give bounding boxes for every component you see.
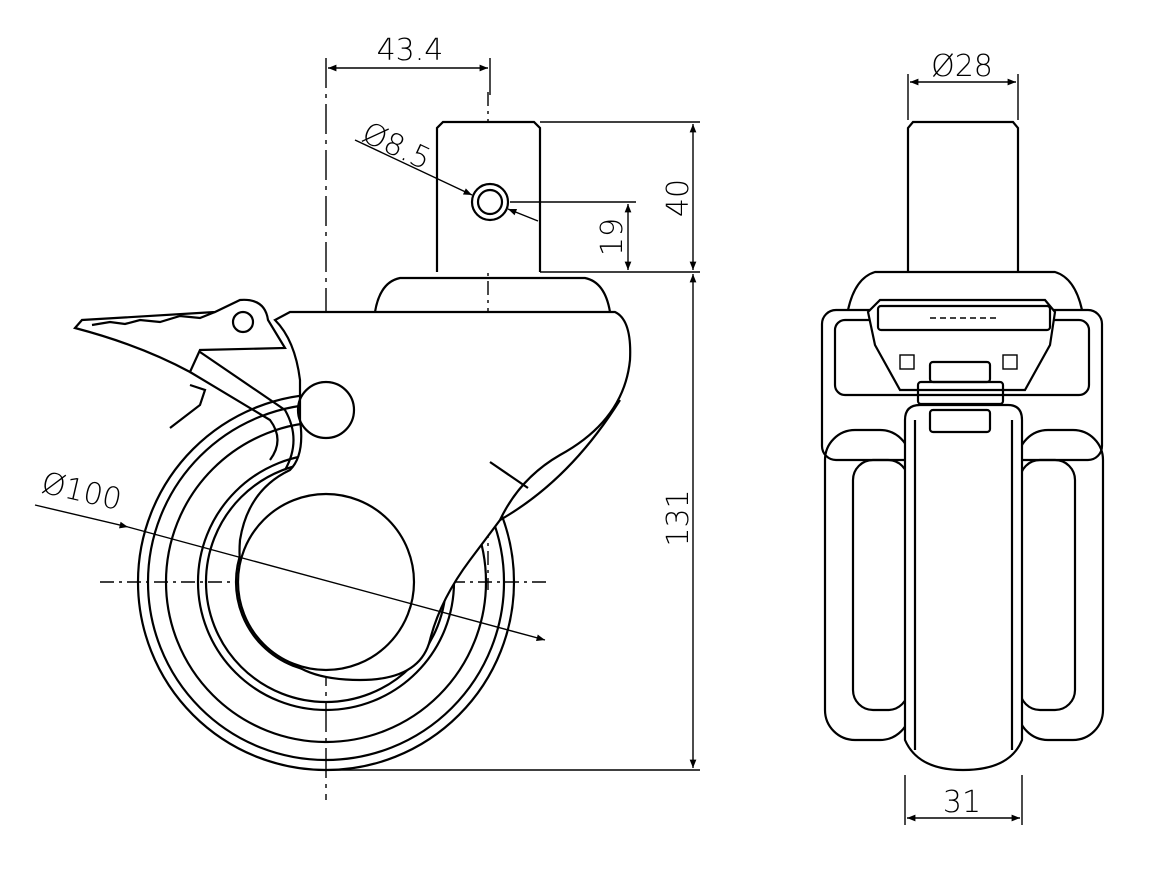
brake-mechanism (866, 298, 1057, 434)
stem (435, 120, 542, 272)
dim-stem-diameter-label: Ø28 (931, 49, 993, 84)
brake-lever (73, 298, 295, 471)
stem-hole-inner (476, 188, 504, 216)
base-dome (373, 276, 612, 313)
dim-total-height-label: 131 (661, 489, 696, 546)
front-stem (906, 120, 1020, 272)
dim-hole-diameter-label: Ø8.5 (357, 116, 436, 178)
stem-hole-outer (470, 182, 510, 222)
dim-hole-height-label: 19 (595, 218, 630, 256)
left-wheel (823, 428, 912, 742)
right-wheel (1016, 428, 1105, 742)
leader-wheel (34, 504, 129, 529)
wheel-diameter-line (127, 526, 546, 642)
leader-hole (354, 139, 473, 196)
body-seam (489, 461, 529, 489)
front-view: Ø28 31 (820, 49, 1105, 825)
front-housing-top (846, 270, 1084, 311)
leader-hole-2 (507, 208, 539, 222)
axle-bolt-hole (296, 380, 356, 440)
dim-wheel-diameter-label: Ø100 (38, 466, 125, 518)
center-wheel (903, 403, 1024, 772)
dim-stem-height-label: 40 (661, 179, 696, 217)
side-view: 43.4 Ø8.5 40 19 131 Ø100 (34, 33, 700, 800)
dim-wheel-width-label: 31 (943, 785, 981, 820)
lever-pivot (231, 310, 255, 334)
dim-offset-label: 43.4 (377, 33, 444, 68)
